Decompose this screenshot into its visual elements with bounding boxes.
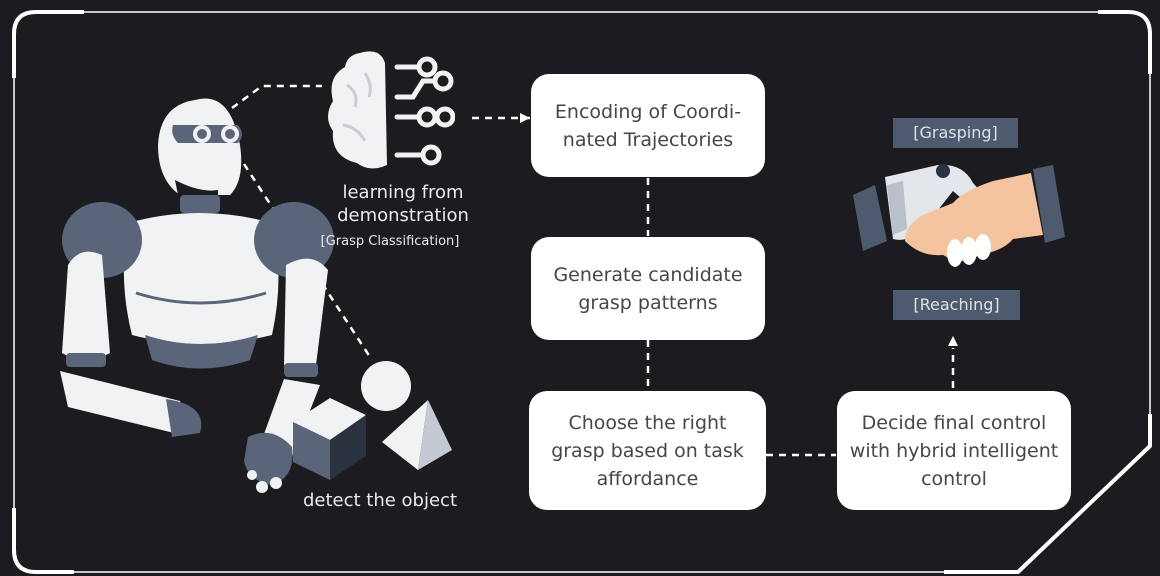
cube-icon [293, 398, 366, 480]
grasp-classification-label: [Grasp Classification] [320, 234, 460, 249]
frame-corner-bottom-right [944, 414, 1152, 574]
grasping-tag: [Grasping] [893, 118, 1018, 148]
object-shapes [293, 361, 452, 480]
arrow-icon [948, 336, 958, 346]
frame-corner-top-right [1098, 10, 1152, 74]
arrow-icon [520, 113, 530, 123]
encoding-box: Encoding of Coordi- nated Trajectories [531, 74, 765, 177]
frame-corner-top-left [12, 10, 84, 78]
generate-box: Generate candidate grasp patterns [531, 237, 765, 340]
pyramid-icon [382, 400, 452, 470]
learning-label: learning from demonstration [337, 182, 469, 226]
choose-box: Choose the right grasp based on task aff… [529, 391, 766, 510]
brain-circuit-icon [328, 51, 455, 169]
detect-object-label: detect the object [302, 490, 458, 511]
decide-box: Decide final control with hybrid intelli… [837, 391, 1071, 510]
handshake-icon [853, 164, 1065, 267]
frame-corner-bottom-left [12, 508, 74, 574]
robot-icon [60, 98, 334, 493]
sphere-icon [361, 361, 411, 411]
reaching-tag: [Reaching] [893, 290, 1020, 320]
